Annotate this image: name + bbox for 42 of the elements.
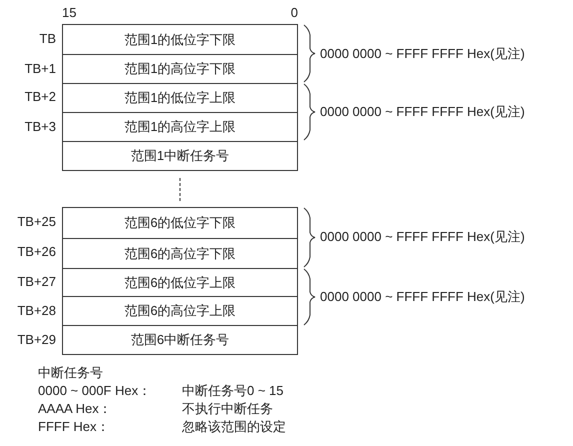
cell-text: 范围6中断任务号 (130, 331, 230, 349)
note-text: 不执行中断任务 (182, 401, 273, 417)
note-heading: 中断任务号 (38, 365, 103, 381)
address-label: TB+28 (17, 303, 56, 319)
cell-text: 范围1的高位字下限 (124, 60, 236, 78)
address-label: TB+25 (17, 214, 56, 230)
cell-text: 范围6的高位字下限 (124, 244, 236, 262)
note-text: FFFF Hex： (38, 419, 110, 435)
register-cell (62, 141, 298, 171)
note-text: AAAA Hex： (38, 401, 112, 417)
note-text: 忽略该范围的设定 (182, 419, 286, 435)
bit-number: 15 (62, 5, 76, 21)
cell-text: 范围6的高位字上限 (124, 302, 236, 320)
cell-text: 范围1中断任务号 (130, 147, 230, 165)
register-cell (62, 207, 298, 239)
register-cell (62, 54, 298, 84)
register-cell (62, 296, 298, 326)
value-range: 0000 0000 ~ FFFF FFFF Hex(见注) (320, 104, 525, 120)
value-range: 0000 0000 ~ FFFF FFFF Hex(见注) (320, 46, 525, 62)
address-label: TB+3 (24, 119, 56, 135)
register-cell (62, 24, 298, 55)
bit-number: 0 (290, 5, 298, 21)
note-text: 中断任务号0 ~ 15 (182, 383, 284, 399)
address-label: TB+2 (24, 89, 56, 105)
register-cell (62, 112, 298, 142)
address-label: TB+29 (17, 332, 56, 348)
address-label: TB (39, 31, 56, 47)
cell-text: 范围1的高位字上限 (124, 118, 236, 136)
value-range: 0000 0000 ~ FFFF FFFF Hex(见注) (320, 289, 525, 305)
address-label: TB+1 (24, 61, 56, 77)
note-text: 0000 ~ 000F Hex： (38, 383, 152, 399)
value-range: 0000 0000 ~ FFFF FFFF Hex(见注) (320, 229, 525, 245)
register-cell (62, 268, 298, 297)
register-cell (62, 83, 298, 113)
cell-text: 范围6的低位字下限 (124, 214, 236, 232)
address-label: TB+26 (17, 244, 56, 260)
cell-text: 范围1的低位字下限 (124, 30, 236, 48)
register-cell (62, 325, 298, 355)
cell-text: 范围6的低位字上限 (124, 274, 236, 292)
address-label: TB+27 (17, 274, 56, 290)
register-cell (62, 238, 298, 269)
cell-text: 范围1的低位字上限 (124, 89, 236, 107)
